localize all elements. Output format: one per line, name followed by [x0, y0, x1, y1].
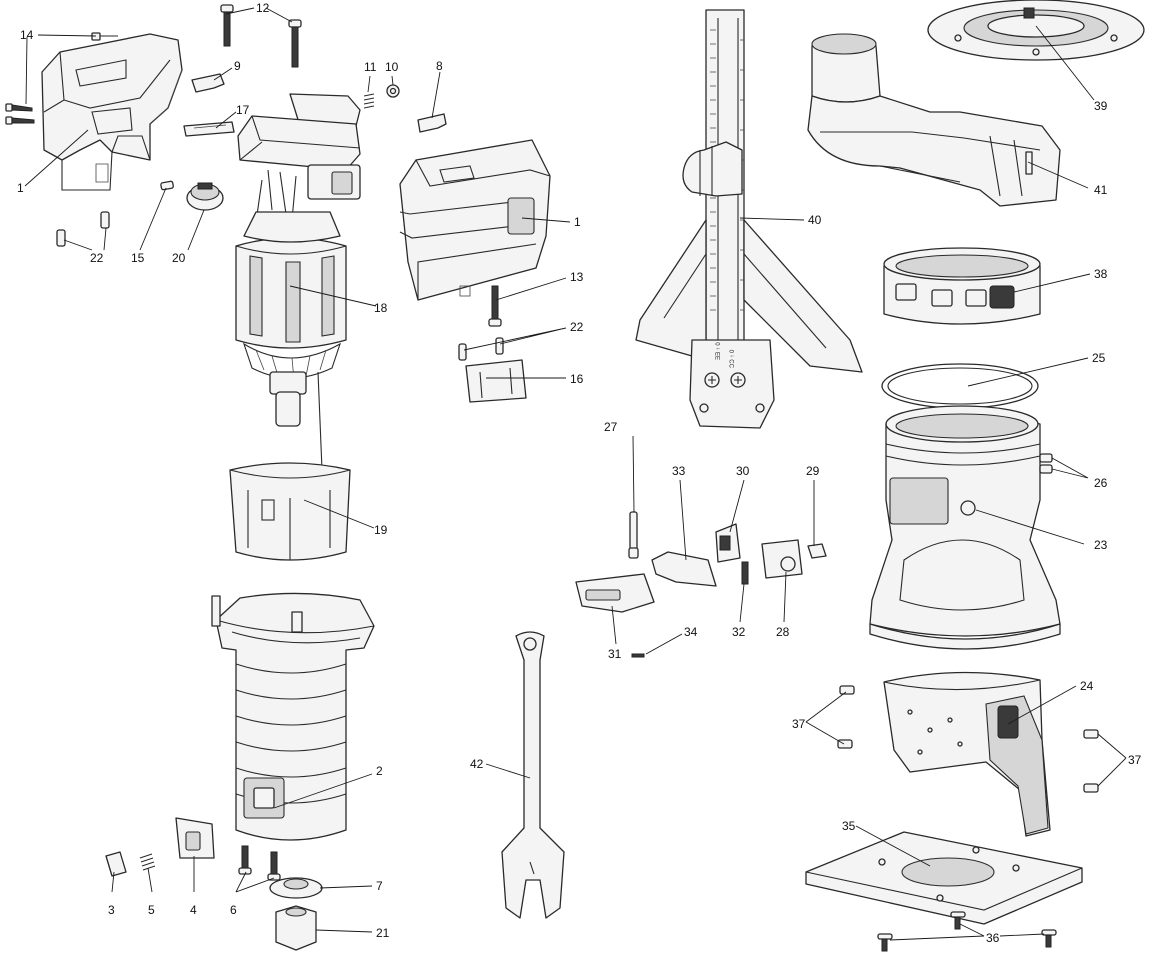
- callout-32: 32: [732, 625, 746, 639]
- adjustment-ring-38: [883, 247, 1041, 325]
- base-plate-35: [805, 831, 1083, 925]
- block-28: [761, 539, 803, 579]
- callout-3: 3: [108, 903, 115, 917]
- callout-8: 8: [436, 59, 443, 73]
- switch-lever-8: [417, 113, 447, 133]
- callout-35: 35: [842, 819, 856, 833]
- callout-18: 18: [374, 301, 388, 315]
- edge-guide-40: ƎƎ ↑ 0 ƆƆ ↑ 0: [635, 9, 863, 429]
- motor-housing-left-half: [41, 33, 183, 191]
- callout-28: 28: [776, 625, 790, 639]
- callout-2: 2: [376, 764, 383, 778]
- plug-29: [807, 543, 827, 559]
- callout-1-left: 1: [17, 181, 24, 195]
- speed-dial-20: [186, 182, 224, 211]
- callout-7: 7: [376, 879, 383, 893]
- callout-37-right: 37: [1128, 753, 1142, 767]
- bracket-16: [465, 359, 527, 403]
- callout-36: 36: [986, 931, 1000, 945]
- callout-30: 30: [736, 464, 750, 478]
- wrench-42: [501, 631, 565, 919]
- offset-base-24: [883, 671, 1051, 837]
- callout-42: 42: [470, 757, 484, 771]
- callout-17: 17: [236, 103, 250, 117]
- pin-22-left-set: [56, 211, 110, 247]
- spring-5: [139, 853, 156, 871]
- callout-38: 38: [1094, 267, 1108, 281]
- callout-12: 12: [256, 1, 270, 15]
- plunge-base-23: [869, 405, 1061, 650]
- latch-4: [175, 817, 215, 859]
- gauge-text-1: ƎƎ ↑ 0: [716, 342, 722, 360]
- callout-16: 16: [570, 372, 584, 386]
- callout-39: 39: [1094, 99, 1108, 113]
- lever-31: [575, 573, 655, 613]
- callout-41: 41: [1094, 183, 1108, 197]
- screw-12-set: [220, 4, 302, 68]
- callout-26: 26: [1094, 476, 1108, 490]
- callout-5: 5: [148, 903, 155, 917]
- callout-33: 33: [672, 464, 686, 478]
- gauge-text-2: ƆƆ ↑ 0: [730, 349, 736, 368]
- pin-22-right-set: [458, 337, 504, 361]
- button-3: [105, 851, 127, 877]
- latch-30: [715, 523, 741, 563]
- screw-34: [631, 653, 645, 658]
- callout-37-left: 37: [792, 717, 806, 731]
- screw-36-set: [877, 911, 1057, 952]
- callout-23: 23: [1094, 538, 1108, 552]
- pin-37-set: [837, 685, 1099, 793]
- sub-base-39: [927, 0, 1145, 61]
- callout-31: 31: [608, 647, 622, 661]
- callout-20: 20: [172, 251, 186, 265]
- callout-19: 19: [374, 523, 388, 537]
- callout-40: 40: [808, 213, 822, 227]
- callout-34: 34: [684, 625, 698, 639]
- screw-13: [488, 285, 502, 327]
- band-ring-25: [881, 363, 1039, 409]
- nut-10: [386, 84, 400, 98]
- clip-33: [651, 551, 717, 587]
- callout-9: 9: [234, 59, 241, 73]
- callout-4: 4: [190, 903, 197, 917]
- collet-21: [275, 905, 317, 951]
- callout-25: 25: [1092, 351, 1106, 365]
- spring-11: [363, 93, 375, 109]
- nut-7: [269, 877, 323, 899]
- motor-stator-18: [235, 211, 347, 471]
- callout-6: 6: [230, 903, 237, 917]
- callout-22-left: 22: [90, 251, 104, 265]
- screw-26-set: [1039, 453, 1053, 474]
- callout-13: 13: [570, 270, 584, 284]
- spring-32: [741, 561, 749, 585]
- callout-labels: 14 12 9 11 10 8 17 1 22 15 20 18 13 22 1…: [17, 1, 1142, 945]
- callout-27: 27: [604, 420, 618, 434]
- leader-lines: [24, 7, 1127, 941]
- callout-15: 15: [131, 251, 145, 265]
- fan-baffle-19: [229, 462, 351, 561]
- switch-pcb-assembly: [237, 93, 361, 223]
- callout-11: 11: [364, 60, 377, 74]
- dust-shroud-41: [807, 33, 1061, 207]
- callout-29: 29: [806, 464, 820, 478]
- slider-17: [183, 121, 235, 137]
- callout-21: 21: [376, 926, 390, 940]
- pin-15: [160, 180, 174, 191]
- screw-6-set: [238, 845, 281, 881]
- rod-27: [628, 511, 639, 559]
- screw-14-set: [5, 32, 118, 125]
- callout-22-right: 22: [570, 320, 584, 334]
- fixed-base-2: [211, 592, 375, 841]
- callout-24: 24: [1080, 679, 1094, 693]
- motor-housing-right-half: [399, 139, 551, 301]
- callout-14: 14: [20, 28, 34, 42]
- callout-1-right: 1: [574, 215, 581, 229]
- callout-10: 10: [385, 60, 399, 74]
